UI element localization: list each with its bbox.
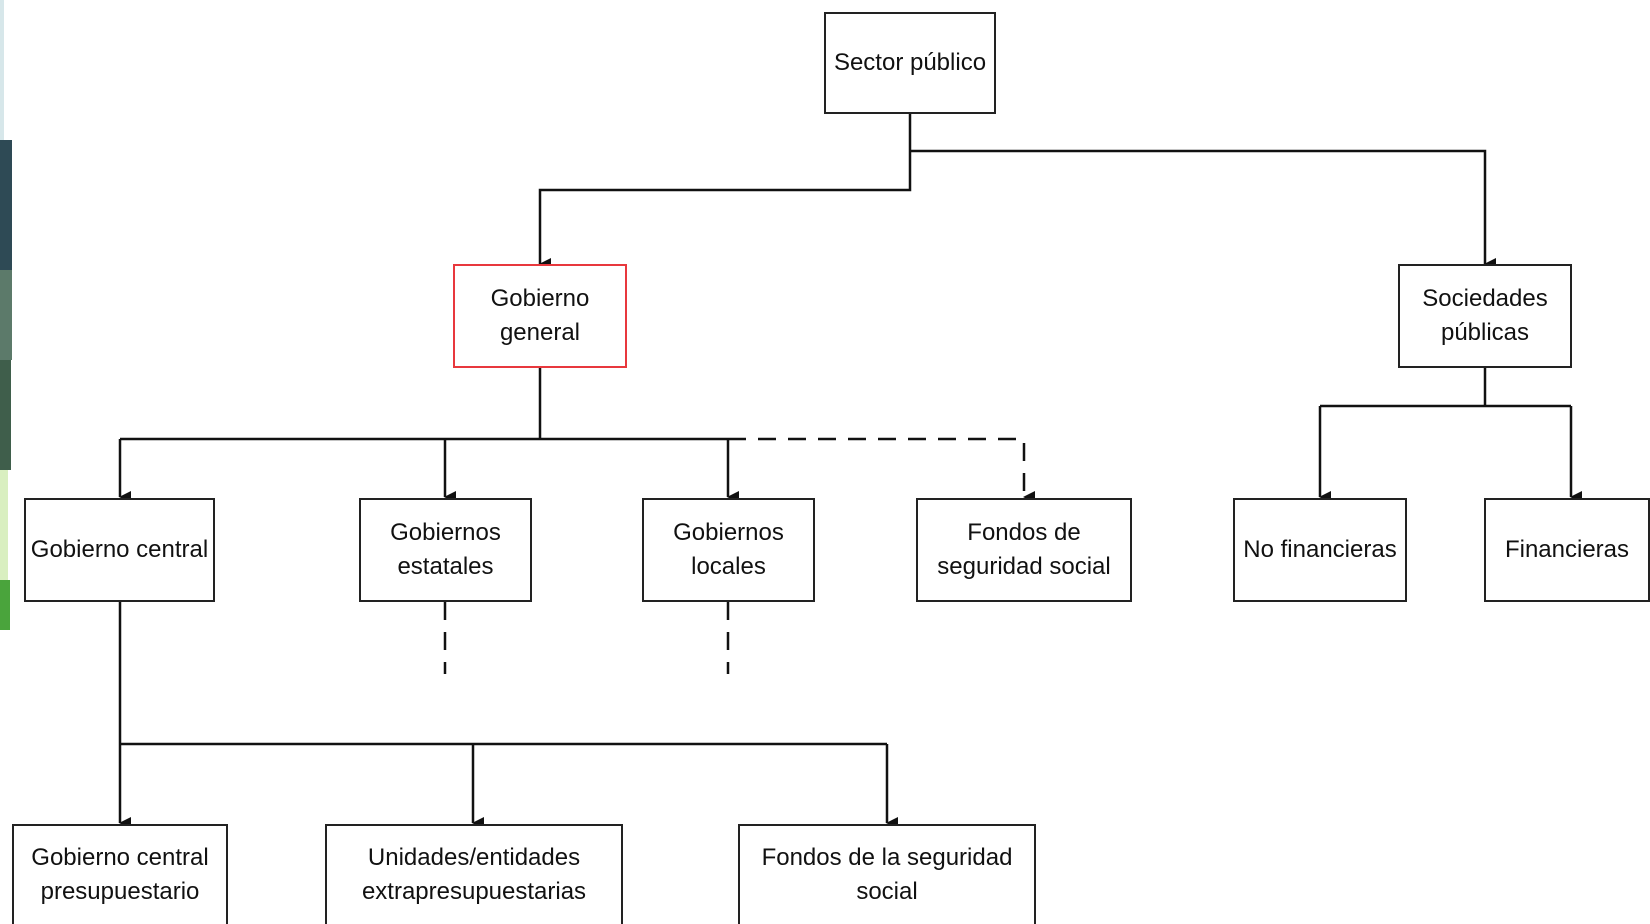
connector-to-fondos-dashed (728, 437, 1035, 503)
node-fondos-seguridad-social-central[interactable]: Fondos de la seguridad social (738, 824, 1036, 924)
node-gobierno-central[interactable]: Gobierno central (24, 498, 215, 602)
node-gobiernos-locales[interactable]: Gobiernos locales (642, 498, 815, 602)
node-sector-publico[interactable]: Sector público (824, 12, 996, 114)
node-label: Unidades/entidades extrapresupuestarias (361, 844, 587, 905)
node-label: Gobiernos estatales (390, 519, 501, 580)
node-label: Gobierno central presupuestario (31, 844, 209, 905)
connector-sector-gobierno (538, 114, 912, 270)
node-label: Sector público (833, 49, 987, 76)
node-label: Gobiernos locales (673, 519, 784, 580)
node-label: Gobierno general (490, 285, 590, 346)
decorative-edge-image (0, 0, 14, 924)
connector-sector-sociedades (910, 149, 1496, 270)
node-label: Fondos de la seguridad social (761, 844, 1013, 905)
node-gobierno-central-presupuestario[interactable]: Gobierno central presupuestario (12, 824, 228, 924)
node-financieras[interactable]: Financieras (1484, 498, 1650, 602)
node-label: No financieras (1243, 536, 1397, 563)
node-no-financieras[interactable]: No financieras (1233, 498, 1407, 602)
node-sociedades-publicas[interactable]: Sociedades públicas (1398, 264, 1572, 368)
node-unidades-extrapresupuestarias[interactable]: Unidades/entidades extrapresupuestarias (325, 824, 623, 924)
node-label: Fondos de seguridad social (937, 519, 1111, 580)
node-label: Sociedades públicas (1422, 285, 1548, 346)
node-gobiernos-estatales[interactable]: Gobiernos estatales (359, 498, 532, 602)
node-label: Gobierno central (30, 536, 209, 563)
node-gobierno-general[interactable]: Gobierno general (453, 264, 627, 368)
node-label: Financieras (1504, 536, 1630, 563)
node-fondos-seguridad-social[interactable]: Fondos de seguridad social (916, 498, 1132, 602)
